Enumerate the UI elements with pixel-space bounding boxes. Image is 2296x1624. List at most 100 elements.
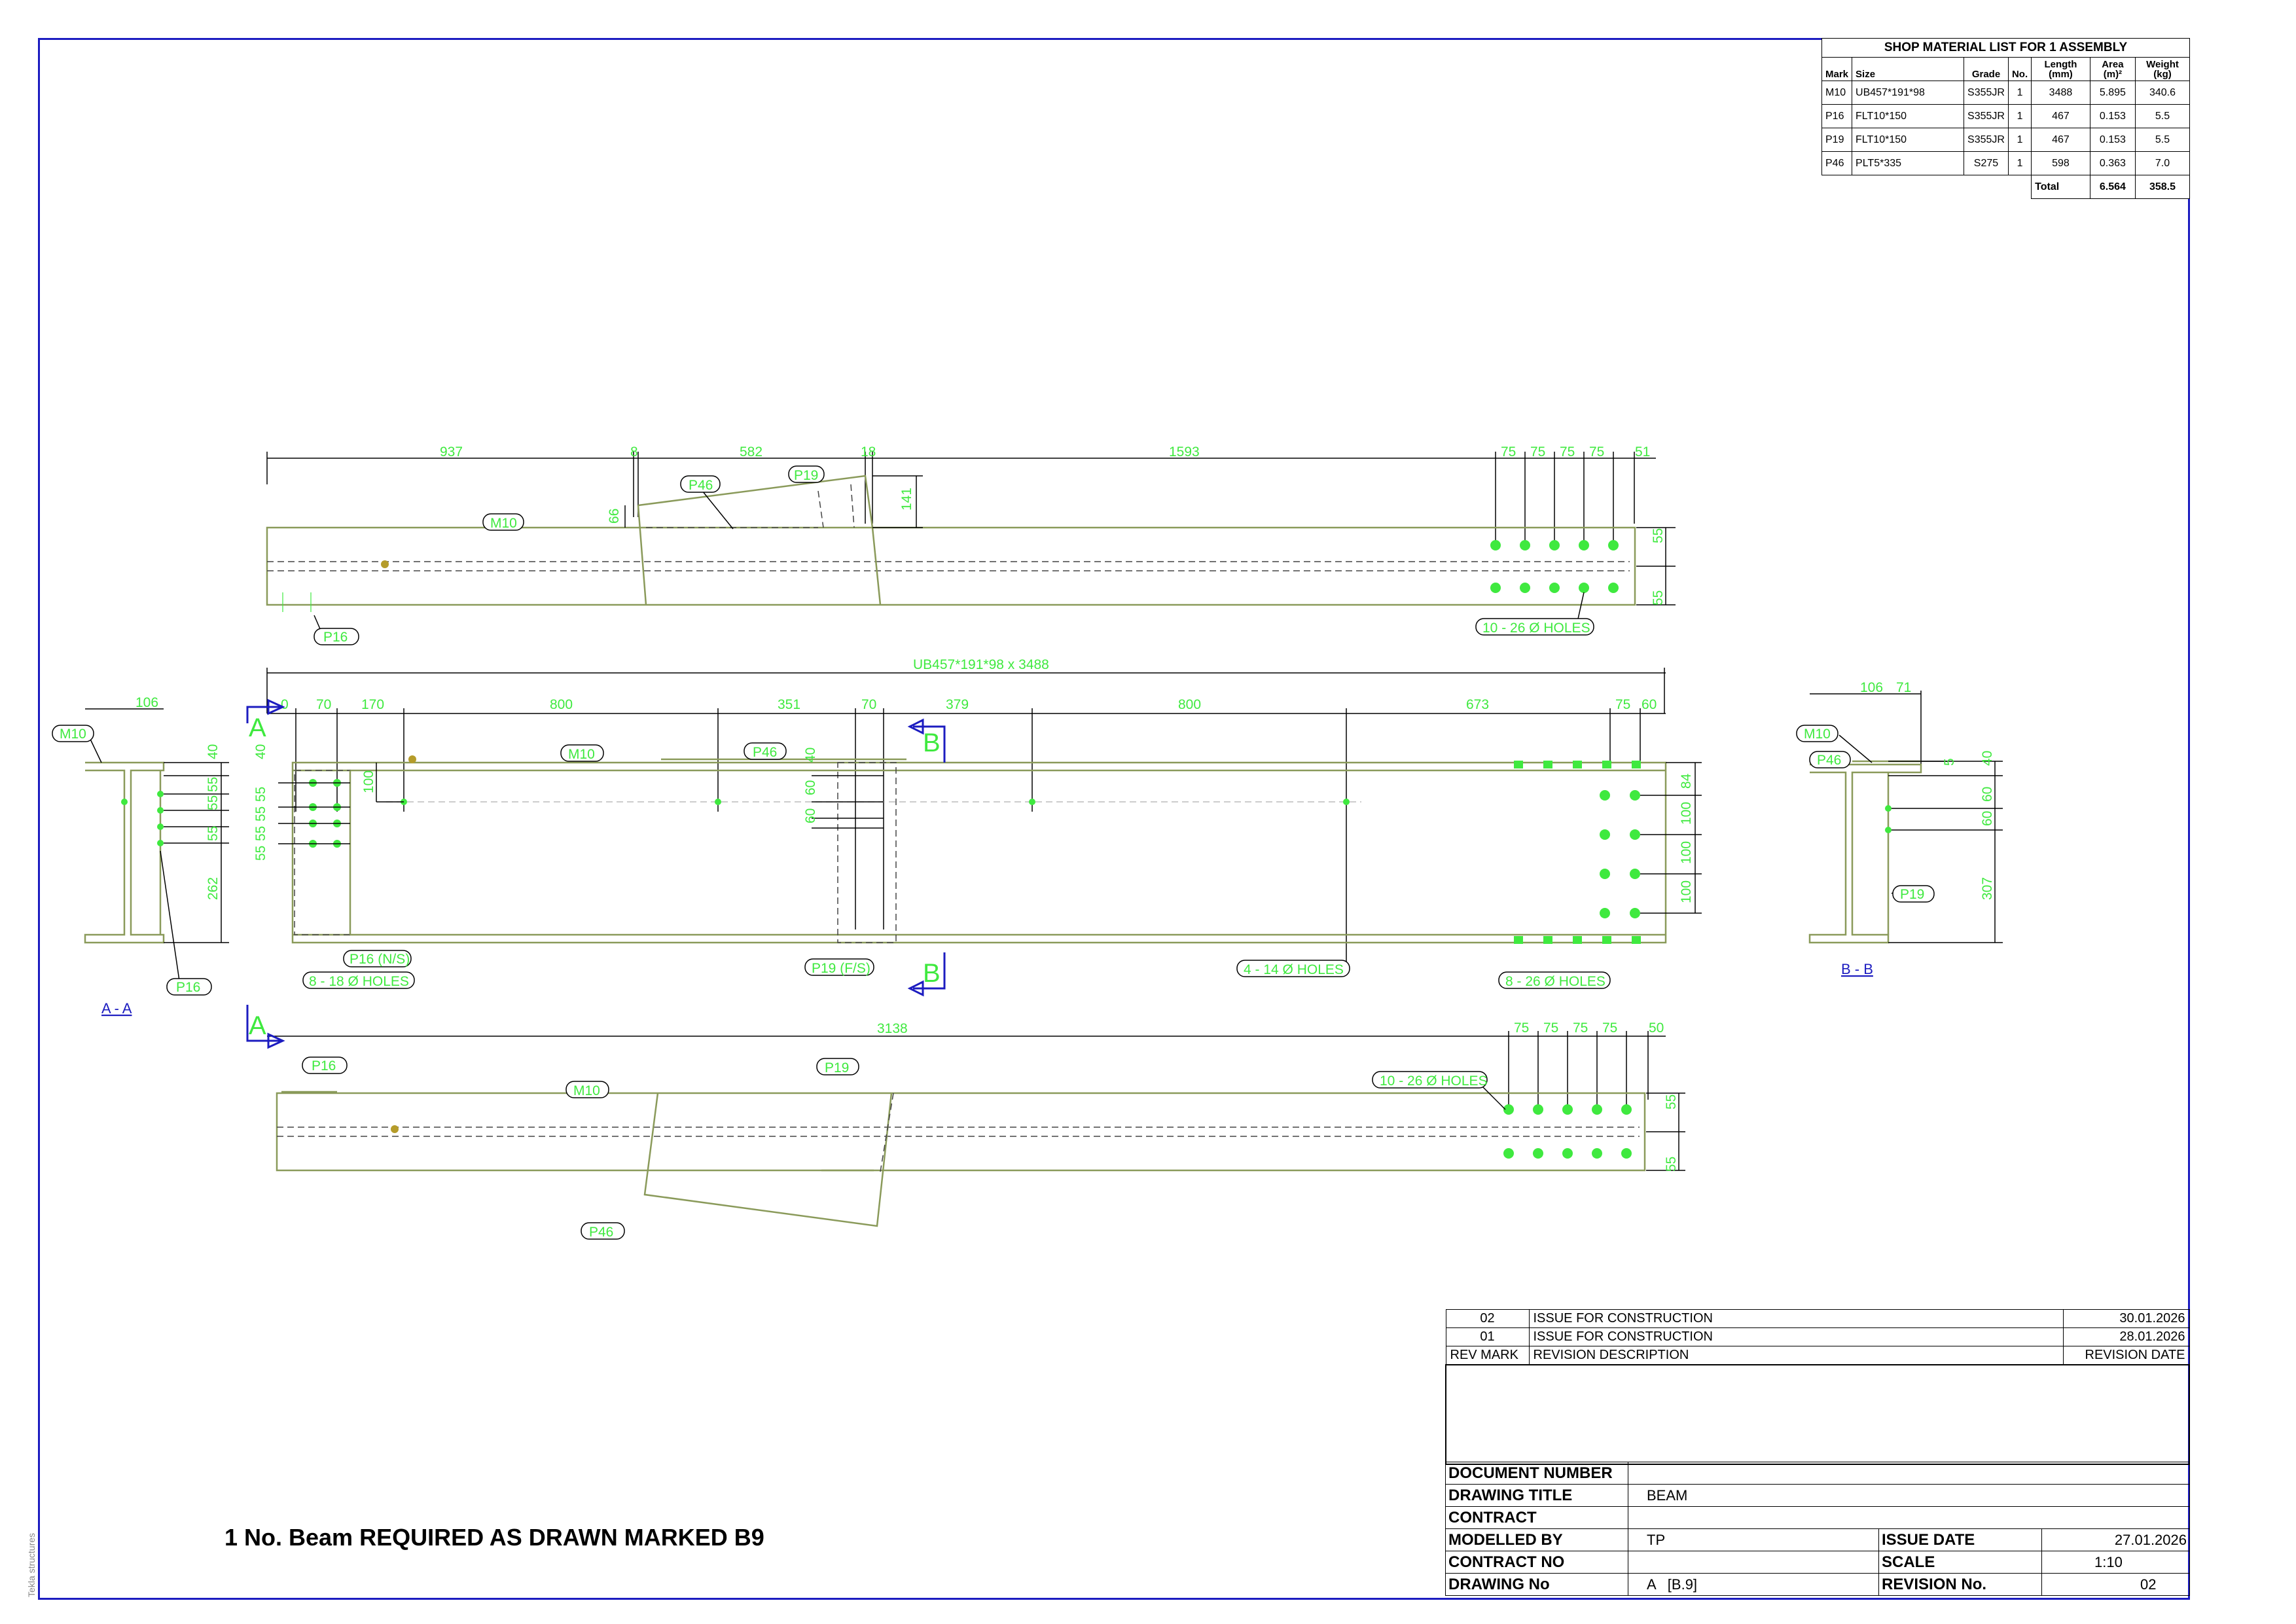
cell: 467 bbox=[2031, 128, 2090, 152]
dim-text: 55 bbox=[1664, 1157, 1679, 1172]
cell: 467 bbox=[2031, 104, 2090, 128]
cell: PLT5*335 bbox=[1852, 151, 1965, 175]
assembly-note: 1 No. Beam REQUIRED AS DRAWN MARKED B9 bbox=[224, 1524, 764, 1551]
dim-text: 673 bbox=[1466, 697, 1489, 712]
cell: 340.6 bbox=[2135, 81, 2190, 105]
dim-text: 379 bbox=[946, 697, 969, 712]
main-elevation: UB457*191*98 x 3488 0 70 170 800 351 70 … bbox=[246, 657, 1702, 997]
shop-material-list: SHOP MATERIAL LIST FOR 1 ASSEMBLY Mark S… bbox=[1821, 38, 2190, 199]
dim-text: 75 bbox=[1560, 444, 1575, 460]
dim-text: 75 bbox=[1514, 1020, 1529, 1036]
dim-text: 51 bbox=[1635, 444, 1650, 460]
cell: 1 bbox=[2007, 81, 2032, 105]
dim-text: 55 bbox=[253, 806, 268, 821]
bottom-view: 3138 75 75 75 75 50 bbox=[246, 1005, 1685, 1240]
col-header: Weight (kg) bbox=[2135, 57, 2190, 81]
cell: P19 bbox=[1821, 128, 1853, 152]
section-letter: B bbox=[923, 959, 941, 988]
dim-text: 66 bbox=[607, 509, 622, 524]
drawing-border bbox=[38, 38, 2190, 1600]
cell: 0.153 bbox=[2089, 104, 2136, 128]
total-area: 6.564 bbox=[2089, 175, 2136, 199]
dim-text: 50 bbox=[1649, 1020, 1664, 1036]
dim-text: 60 bbox=[803, 808, 818, 823]
cell: 5.5 bbox=[2135, 128, 2190, 152]
dim-text: 40 bbox=[206, 744, 221, 759]
dim-text: 307 bbox=[1980, 877, 1995, 900]
section-title: B - B bbox=[1841, 961, 1873, 977]
tb-value: 27.01.2026 bbox=[2041, 1528, 2190, 1551]
section-letter: A bbox=[249, 1011, 266, 1040]
dim-text: 55 bbox=[1664, 1094, 1679, 1110]
dim-text: 75 bbox=[1615, 697, 1630, 712]
dim-text: 60 bbox=[1980, 787, 1995, 802]
cell: UB457*191*98 bbox=[1852, 81, 1965, 105]
dim-text: 106 bbox=[1860, 680, 1883, 695]
dim-text: 100 bbox=[361, 770, 376, 793]
tb-label: DOCUMENT NUMBER bbox=[1445, 1462, 1628, 1485]
part-mark-m10: M10 bbox=[60, 727, 86, 742]
tb-value: TP bbox=[1628, 1528, 1879, 1551]
tb-value bbox=[1628, 1551, 1879, 1574]
tb-value bbox=[1628, 1506, 2190, 1529]
cell: FLT10*150 bbox=[1852, 128, 1965, 152]
tb-value: 02 bbox=[2041, 1573, 2190, 1596]
table-row: P46 PLT5*335 S275 1 598 0.363 7.0 bbox=[1821, 151, 2190, 175]
dim-text: 55 bbox=[206, 777, 221, 792]
dim-text: 55 bbox=[206, 795, 221, 810]
cell: 1 bbox=[2007, 104, 2032, 128]
col-header: Size bbox=[1852, 57, 1965, 81]
hole-callout: 10 - 26 Ø HOLES bbox=[1482, 621, 1590, 636]
col-header: No. bbox=[2007, 57, 2032, 81]
section-letter: B bbox=[923, 729, 941, 757]
part-mark-m10: M10 bbox=[573, 1083, 600, 1098]
tb-label: DRAWING TITLE bbox=[1445, 1484, 1628, 1507]
cell: S275 bbox=[1964, 151, 2009, 175]
dim-text: 55 bbox=[253, 846, 268, 861]
dim-text: 937 bbox=[440, 444, 463, 460]
part-mark-p16: P16 (N/S) bbox=[350, 952, 410, 967]
tb-label: MODELLED BY bbox=[1445, 1528, 1628, 1551]
cell: M10 bbox=[1821, 81, 1853, 105]
dim-text: 60 bbox=[1641, 697, 1657, 712]
tb-label: CONTRACT bbox=[1445, 1506, 1628, 1529]
part-mark-p19: P19 bbox=[794, 468, 818, 483]
total-weight: 358.5 bbox=[2135, 175, 2190, 199]
dim-text: 18 bbox=[861, 444, 876, 460]
dim-text: 75 bbox=[1543, 1020, 1558, 1036]
dim-text: 75 bbox=[1602, 1020, 1617, 1036]
dim-text: 40 bbox=[253, 744, 268, 759]
dim-text: 40 bbox=[803, 748, 818, 763]
dim-text: 40 bbox=[1980, 751, 1995, 766]
dim-text: 0 bbox=[281, 697, 289, 712]
part-mark-m10: M10 bbox=[490, 516, 517, 531]
cell: P46 bbox=[1821, 151, 1853, 175]
total-label: Total bbox=[2031, 175, 2090, 199]
rev-header: REVISION DESCRIPTION bbox=[1528, 1346, 2064, 1365]
dim-text: 262 bbox=[206, 877, 221, 900]
bolt-group bbox=[391, 1104, 1632, 1159]
part-mark-p16: P16 bbox=[176, 980, 200, 995]
part-mark-p46: P46 bbox=[589, 1225, 613, 1240]
dim-text: 100 bbox=[1679, 880, 1694, 903]
part-mark-m10: M10 bbox=[568, 747, 595, 762]
material-list-title: SHOP MATERIAL LIST FOR 1 ASSEMBLY bbox=[1821, 38, 2190, 58]
dim-text: 8 bbox=[630, 444, 638, 460]
cell: 7.0 bbox=[2135, 151, 2190, 175]
tb-value: 1:10 bbox=[2041, 1551, 2190, 1574]
overall-length: UB457*191*98 x 3488 bbox=[913, 657, 1049, 672]
rev-desc: ISSUE FOR CONSTRUCTION bbox=[1528, 1309, 2064, 1328]
part-mark-p19: P19 (F/S) bbox=[812, 961, 870, 976]
revision-table: 02 ISSUE FOR CONSTRUCTION 30.01.2026 01 … bbox=[1445, 1309, 2190, 1465]
dim-text: 800 bbox=[550, 697, 573, 712]
dim-text: 170 bbox=[361, 697, 384, 712]
dim-text: 60 bbox=[1980, 811, 1995, 826]
tb-label: ISSUE DATE bbox=[1878, 1528, 2042, 1551]
rev-header: REVISION DATE bbox=[2062, 1346, 2190, 1365]
dim-text: 75 bbox=[1530, 444, 1545, 460]
tb-label: DRAWING No bbox=[1445, 1573, 1628, 1596]
part-mark-p19: P19 bbox=[825, 1060, 849, 1075]
dim-text: 84 bbox=[1679, 773, 1694, 789]
